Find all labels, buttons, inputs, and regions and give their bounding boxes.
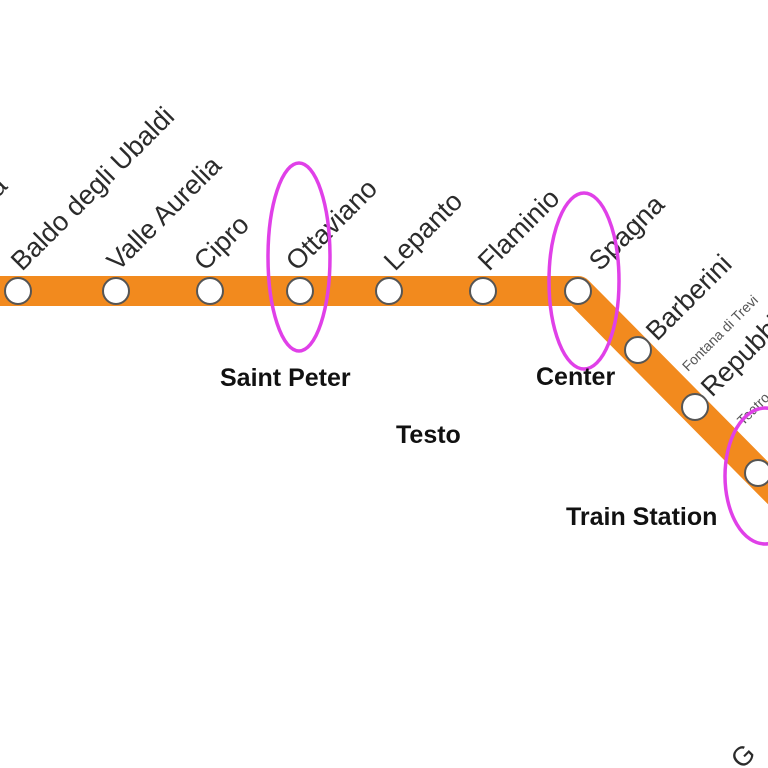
highlight-ellipse-saint-peter (266, 161, 332, 353)
station-marker-cipro[interactable] (196, 277, 224, 305)
station-label-baldo-degli-ubaldi: Baldo degli Ubaldi (5, 101, 180, 276)
station-label-lepanto: Lepanto (378, 186, 468, 276)
station-marker-flaminio[interactable] (469, 277, 497, 305)
station-marker-valle-aurelia[interactable] (102, 277, 130, 305)
station-marker-lepanto[interactable] (375, 277, 403, 305)
station-label-spagna: Spagna (583, 189, 671, 277)
station-marker-ottaviano[interactable] (286, 277, 314, 305)
station-marker-termini[interactable] (744, 459, 768, 487)
highlight-ellipse-center (547, 191, 621, 371)
station-label-partial-bottom: G (725, 738, 761, 768)
station-marker-repubblica[interactable] (681, 393, 709, 421)
area-label-saint-peter: Saint Peter (220, 364, 351, 392)
station-marker-partial[interactable] (4, 277, 32, 305)
station-label-partial: a (0, 170, 14, 203)
station-marker-barberini[interactable] (624, 336, 652, 364)
area-label-train-station: Train Station (566, 503, 717, 531)
area-label-testo: Testo (396, 421, 461, 449)
station-marker-spagna[interactable] (564, 277, 592, 305)
highlight-ellipse-train-station (723, 406, 768, 546)
metro-line-a (0, 276, 768, 505)
station-label-cipro: Cipro (188, 209, 255, 276)
area-label-center: Center (536, 363, 615, 391)
